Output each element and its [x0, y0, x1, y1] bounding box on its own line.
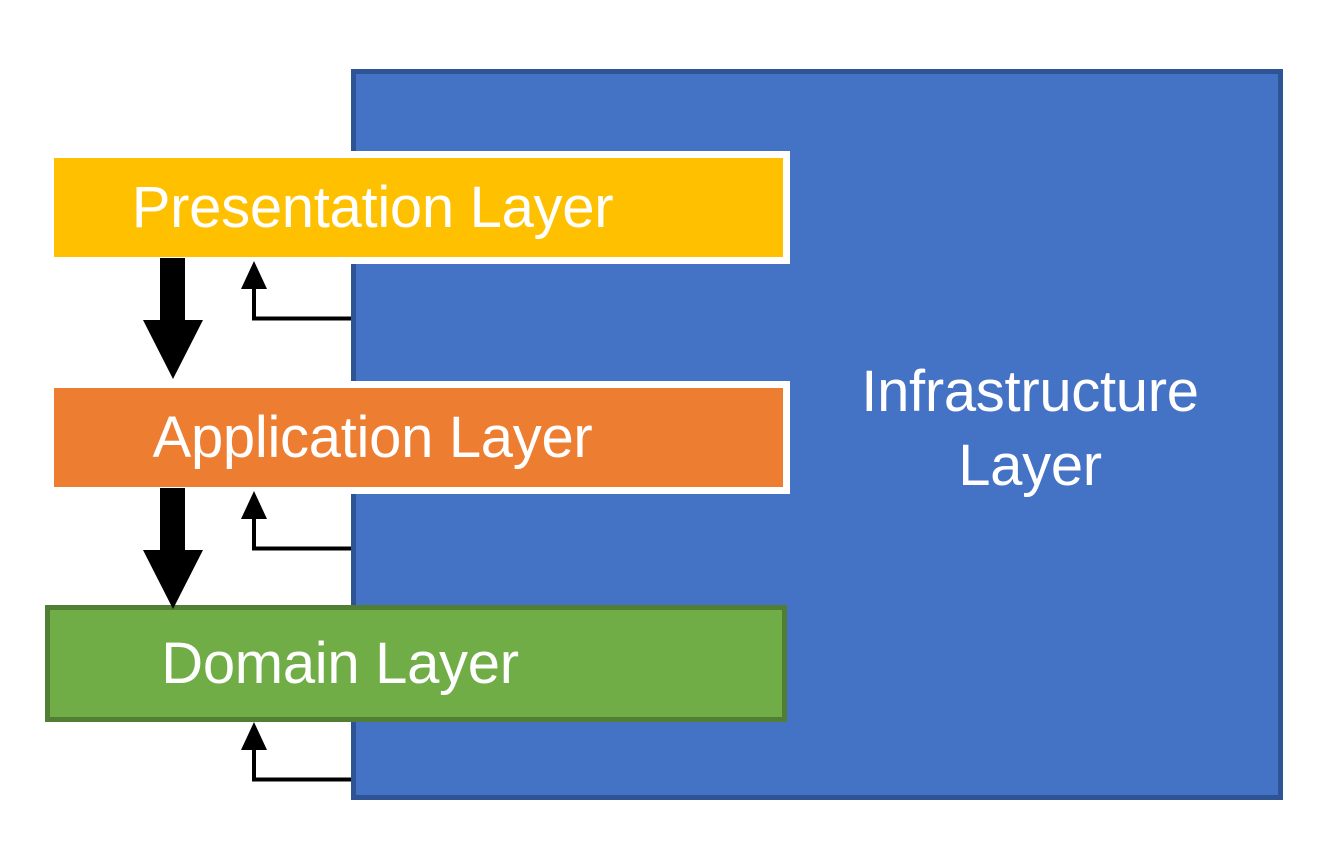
layer-label-infrastructure: Infrastructure Layer: [861, 359, 1199, 499]
arrow-application-to-domain: [142, 488, 204, 610]
layer-box-domain[interactable]: Domain Layer: [45, 605, 787, 722]
layer-label-presentation: Presentation Layer: [131, 174, 614, 240]
arrow-infrastructure-to-presentation: [239, 259, 351, 321]
arrow-infrastructure-to-application: [239, 489, 351, 551]
layer-box-application[interactable]: Application Layer: [47, 381, 790, 494]
arrow-infrastructure-to-domain: [239, 720, 351, 782]
layer-label-application: Application Layer: [152, 404, 593, 470]
arrow-presentation-to-application: [142, 258, 204, 380]
layer-label-domain: Domain Layer: [161, 630, 519, 696]
layer-box-presentation[interactable]: Presentation Layer: [47, 151, 790, 264]
